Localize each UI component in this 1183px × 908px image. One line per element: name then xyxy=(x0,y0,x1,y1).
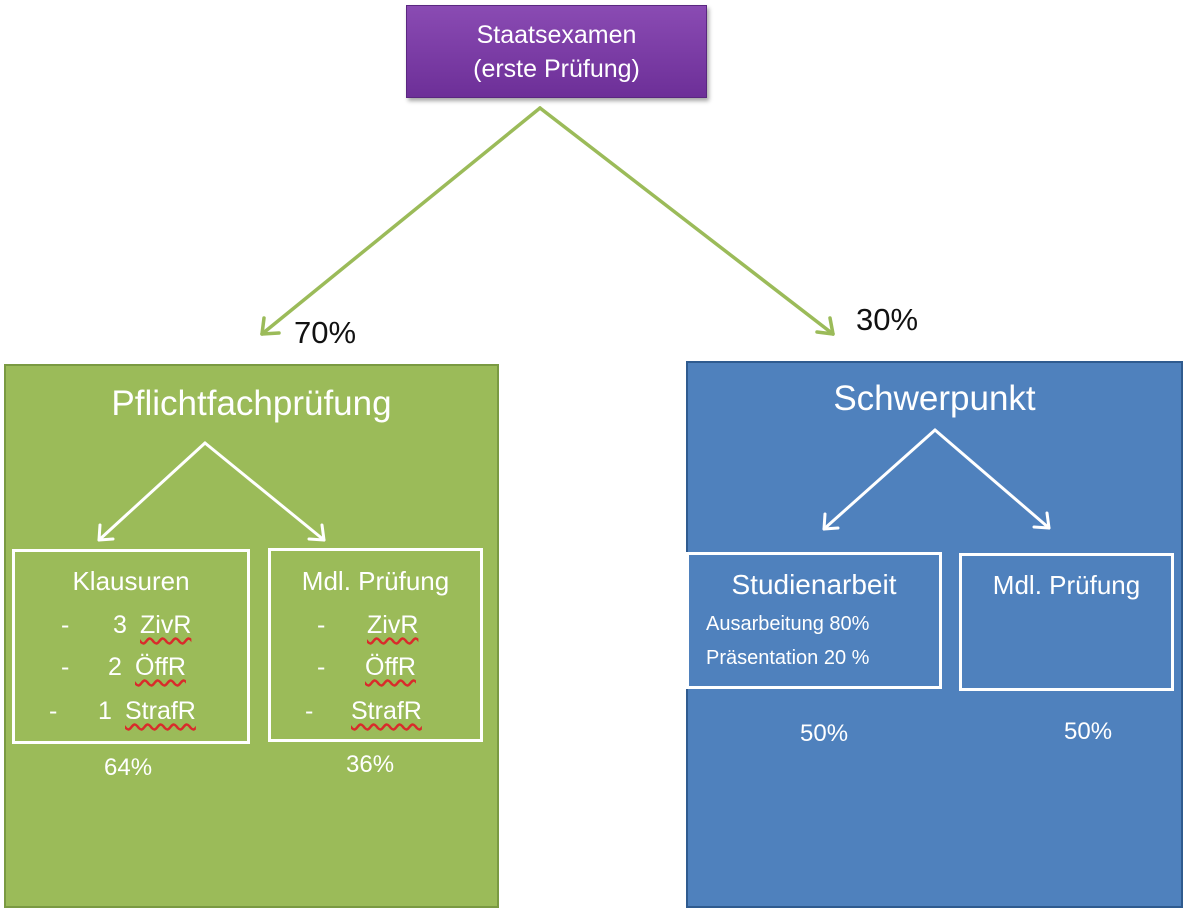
arrowhead-pflichtfach xyxy=(260,316,281,336)
weight-klausuren: 64% xyxy=(104,754,153,781)
root-title-line1: Staatsexamen xyxy=(476,20,637,49)
klausuren-item-subject: ZivR xyxy=(140,611,192,639)
root-title-line2: (erste Prüfung) xyxy=(473,54,640,83)
klausuren-item-subject: StrafR xyxy=(125,697,196,725)
mdl-item-dash: - xyxy=(317,611,326,639)
klausuren-title: Klausuren xyxy=(72,566,190,596)
panel-title-pflichtfach: Pflichtfachprüfung xyxy=(111,384,392,423)
mdl-item-subject: StrafR xyxy=(351,697,422,725)
mdl-item-subject: ÖffR xyxy=(365,653,416,681)
box-mdl-pruefung-schwerpunkt: Mdl. Prüfung xyxy=(959,553,1174,691)
mdl-item-dash: - xyxy=(317,653,326,681)
mdl-pruefung-title: Mdl. Prüfung xyxy=(301,566,450,596)
studienarbeit-praesentation: Präsentation 20 % xyxy=(706,647,870,669)
arrow-to-pflichtfach xyxy=(260,106,542,336)
box-mdl-pruefung-pflichtfach: Mdl. Prüfung - ZivR - ÖffR - StrafR xyxy=(268,548,483,742)
klausuren-item-dash: - xyxy=(61,653,70,681)
klausuren-item-count: 3 xyxy=(113,611,127,639)
weight-studienarbeit: 50% xyxy=(800,720,849,747)
klausuren-item-dash: - xyxy=(49,697,58,725)
studienarbeit-title: Studienarbeit xyxy=(731,569,897,600)
weight-mdl-pruefung-pflichtfach: 36% xyxy=(346,751,395,778)
root-connectors xyxy=(260,106,835,336)
weight-mdl-pruefung-schwerpunkt: 50% xyxy=(1064,718,1113,745)
studienarbeit-ausarbeitung: Ausarbeitung 80% xyxy=(706,613,870,635)
klausuren-item-count: 2 xyxy=(108,653,122,681)
mdl-item-subject: ZivR xyxy=(367,611,419,639)
klausuren-item-subject: ÖffR xyxy=(135,653,186,681)
arrowhead-schwerpunkt xyxy=(815,316,835,336)
klausuren-item-count: 1 xyxy=(98,697,112,725)
mdl-item-dash: - xyxy=(305,697,314,725)
weight-schwerpunkt: 30% xyxy=(856,302,919,337)
arrow-to-schwerpunkt xyxy=(538,106,835,336)
root-node-staatsexamen: Staatsexamen (erste Prüfung) xyxy=(406,5,707,98)
box-klausuren: Klausuren - 3 ZivR - 2 ÖffR - 1 StrafR xyxy=(12,549,250,744)
weight-pflichtfach: 70% xyxy=(294,315,357,350)
box-studienarbeit: Studienarbeit Ausarbeitung 80% Präsentat… xyxy=(686,552,942,689)
panel-title-schwerpunkt: Schwerpunkt xyxy=(833,379,1036,418)
klausuren-item-dash: - xyxy=(61,611,70,639)
mdl-pruefung-schwerpunkt-title: Mdl. Prüfung xyxy=(992,570,1141,600)
